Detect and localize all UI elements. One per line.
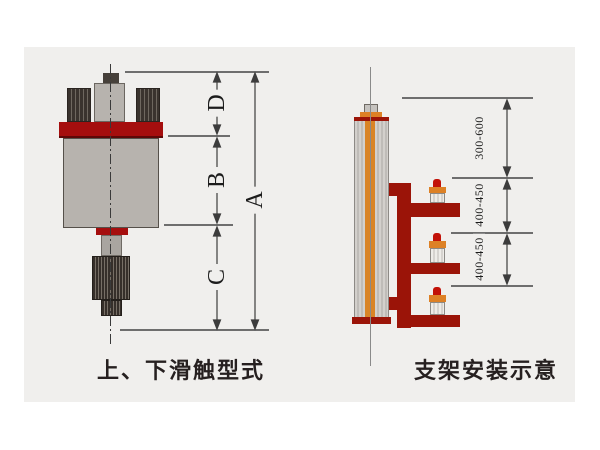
insulator-2-body — [430, 248, 445, 263]
rail-cap-insulator — [360, 112, 382, 118]
lower-shaft — [101, 235, 122, 256]
insulator-1-body — [430, 193, 445, 203]
threaded-coupler — [92, 256, 130, 300]
top-cap — [103, 73, 119, 84]
bottom-collar — [96, 228, 128, 235]
insulator-2-cap — [429, 241, 446, 248]
dim-label-c: C — [204, 263, 230, 291]
bracket-arm-2 — [397, 263, 460, 274]
rail-bottom-band — [352, 317, 391, 324]
left-bolt — [67, 88, 91, 122]
right-caption: 支架安装示意 — [413, 358, 559, 383]
insulator-1-knob — [433, 179, 441, 188]
dim-label-b: B — [204, 166, 230, 194]
bracket-spine — [397, 183, 411, 328]
insulator-1-cap — [429, 187, 446, 193]
insulator-2-knob — [433, 233, 441, 242]
lower-tip — [101, 300, 122, 316]
top-column — [94, 83, 125, 122]
bracket-arm-3 — [397, 315, 460, 327]
dim-label-a: A — [242, 186, 268, 214]
insulator-3-knob — [433, 287, 441, 296]
rail-top-band — [354, 117, 389, 121]
top-flange — [59, 122, 163, 138]
dim-label-400-450-a: 400-450 — [472, 180, 486, 230]
rail-center-line — [370, 121, 371, 318]
bracket-arm-1 — [397, 203, 460, 217]
left-caption: 上、下滑触型式 — [96, 358, 266, 383]
dim-label-d: D — [204, 89, 230, 117]
insulator-3-cap — [429, 295, 446, 302]
dim-label-300-600: 300-600 — [472, 113, 486, 163]
bracket-mid-connector — [389, 297, 397, 310]
right-bolt — [136, 88, 160, 122]
insulator-3-body — [430, 302, 445, 315]
main-body — [63, 138, 159, 228]
dim-label-400-450-b: 400-450 — [472, 234, 486, 284]
